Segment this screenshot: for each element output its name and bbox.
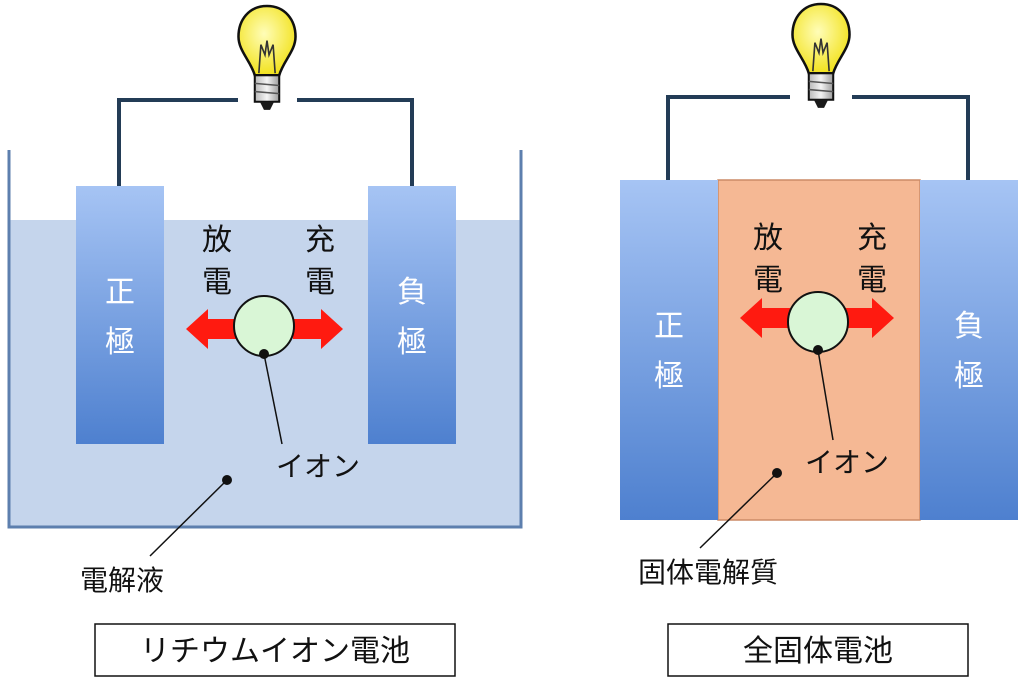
- positive-electrode: [620, 180, 718, 520]
- ion-leader-line: [263, 353, 283, 445]
- negative-electrode-label: 極: [954, 359, 984, 394]
- ion-circle: [787, 291, 849, 353]
- external-wire: [117, 98, 238, 186]
- external-wire: [666, 95, 790, 180]
- ion-circle: [233, 295, 295, 357]
- ion-label: イオン: [276, 450, 360, 483]
- discharge-arrow-icon: [740, 298, 790, 338]
- caption-box: [667, 623, 969, 677]
- charge-label: 電: [305, 265, 335, 300]
- battery-caption: リチウムイオン電池: [140, 634, 410, 669]
- charge-label: 電: [857, 263, 887, 298]
- external-wire: [297, 98, 414, 186]
- liquid-battery-panel: 正 極 負 極 放 電 充 電 イオン 電解液 リチウムイオン電池: [7, 4, 523, 677]
- positive-electrode: [76, 186, 164, 444]
- charge-label: 充: [857, 221, 887, 256]
- external-wire: [852, 95, 970, 180]
- negative-electrode: [368, 186, 456, 444]
- positive-electrode-label: 正: [654, 309, 684, 344]
- solid-battery-panel: 正 極 負 極 放 電 充 電 イオン 固体電解質 全固体電池: [620, 2, 1018, 677]
- positive-electrode-label: 極: [654, 359, 684, 394]
- discharge-label: 放: [753, 221, 783, 256]
- negative-electrode-label: 負: [954, 309, 984, 344]
- electrolyte-leader-line: [149, 479, 228, 557]
- electrolyte-label: 固体電解質: [638, 556, 778, 589]
- light-bulb-icon: [237, 4, 297, 112]
- negative-electrode: [920, 180, 1018, 520]
- discharge-label: 電: [753, 263, 783, 298]
- charge-arrow-icon: [845, 298, 894, 338]
- discharge-arrow-icon: [186, 309, 236, 349]
- battery-caption: 全固体電池: [743, 634, 893, 669]
- charge-arrow-icon: [293, 309, 343, 349]
- ion-label: イオン: [805, 446, 889, 479]
- positive-electrode-label: 極: [105, 325, 135, 360]
- negative-electrode-label: 負: [397, 275, 427, 310]
- charge-label: 充: [305, 223, 335, 258]
- electrolyte-container: [7, 150, 523, 529]
- ion-leader-line: [817, 349, 834, 441]
- positive-electrode-label: 正: [105, 275, 135, 310]
- light-bulb-icon: [791, 2, 851, 110]
- discharge-label: 電: [202, 265, 232, 300]
- discharge-label: 放: [202, 223, 232, 258]
- negative-electrode-label: 極: [397, 325, 427, 360]
- electrolyte-label: 電解液: [80, 564, 164, 597]
- electrolyte-leader-line: [699, 472, 778, 549]
- caption-box: [94, 623, 456, 677]
